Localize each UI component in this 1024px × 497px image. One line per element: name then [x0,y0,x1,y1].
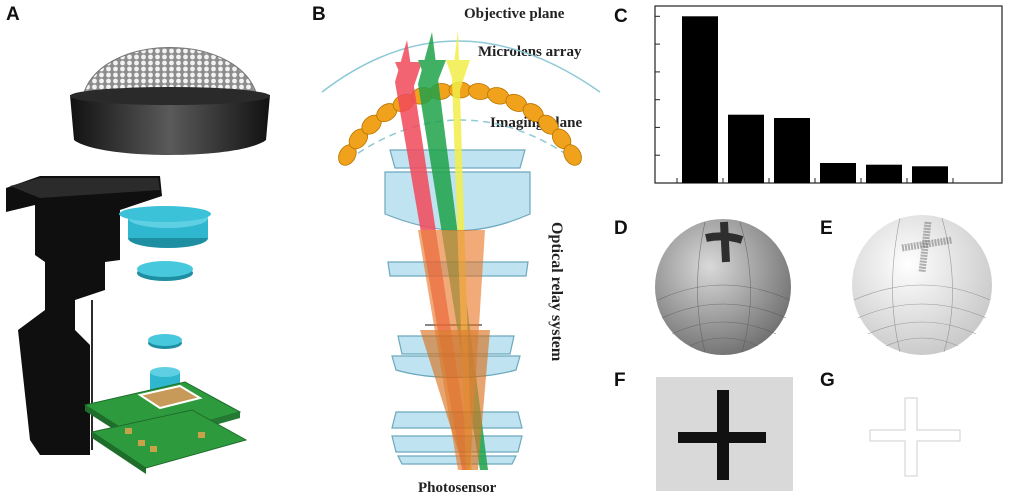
imaging-plane-label: Imaging plane [490,115,582,131]
panel-label-b: B [312,4,326,25]
panel-g: G [820,370,961,477]
chart-bar [774,118,810,183]
optical-relay-system-label: Optical relay system [548,222,565,362]
panel-label-g: G [820,370,835,391]
panel-e: E [820,215,992,355]
chart-bar [682,16,718,183]
camera-housing [6,176,162,455]
dome-camera-array [70,47,270,155]
chart-bars [682,16,948,183]
panel-label-f: F [614,370,626,391]
objective-plane-label: Objective plane [464,6,565,22]
panel-a: A [6,4,270,474]
panel-f: F [614,370,793,491]
panel-label-a: A [6,4,20,25]
microlens-array-label: Microlens array [478,44,582,60]
panel-b: B Objective plane Microlens array Imagin… [312,4,601,496]
chart-bar [866,164,902,183]
circuit-boards [83,381,248,474]
light-rays [395,30,490,470]
panel-label-c: C [614,6,628,27]
cyan-lens-stack [119,206,211,390]
sphere-dark-cross [655,219,791,355]
outline-cross-image [869,397,961,477]
panel-c: C [614,5,1003,184]
chart-ticks [655,15,954,183]
panel-label-d: D [614,218,628,239]
microlens [563,144,582,166]
panel-label-e: E [820,218,833,239]
chart-bar [820,163,856,183]
chart-bar [728,114,764,183]
chart-bar [912,166,948,183]
panel-d: D [614,218,791,355]
photosensor-label: Photosensor [418,480,497,496]
